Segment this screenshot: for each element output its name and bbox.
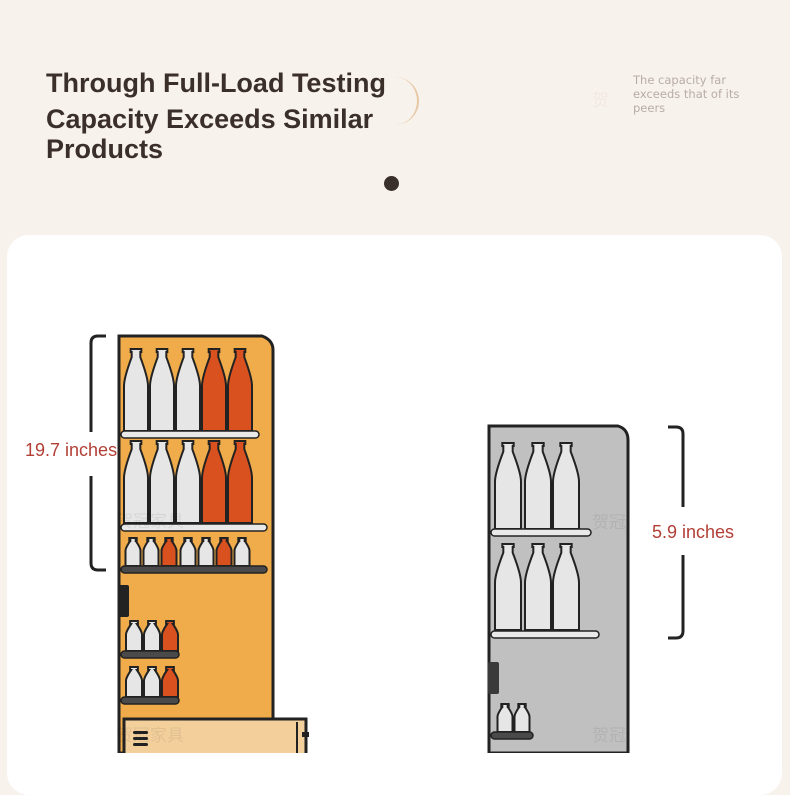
bottle: [201, 440, 227, 524]
bottle: [227, 440, 253, 524]
bottle: [143, 620, 161, 652]
bottle: [142, 537, 160, 567]
bottle: [552, 543, 580, 631]
bottle: [215, 537, 233, 567]
shelf: [490, 731, 534, 740]
bottle: [197, 537, 215, 567]
page-title: Through Full-Load Testing Capacity Excee…: [46, 68, 386, 164]
bottle: [201, 348, 227, 432]
side-note: The capacity far exceeds that of its pee…: [633, 73, 740, 115]
bottle: [161, 666, 179, 698]
peer-bracket-gap: [676, 507, 692, 555]
capacity-diagram: 贺冠家具 贺冠 贺冠家具 贺冠: [84, 334, 692, 753]
shelf: [120, 565, 268, 574]
bottle: [123, 440, 149, 524]
our-cabinet: [117, 334, 309, 753]
bottle: [125, 620, 143, 652]
bottle: [179, 537, 197, 567]
decorative-arc: [383, 77, 419, 125]
bottle: [524, 442, 552, 530]
drawer-grip-icon: [133, 731, 148, 746]
shelf: [120, 650, 180, 659]
our-drawer-knob: [302, 732, 309, 737]
watermark-text: 贺冠家具: [116, 512, 184, 532]
title-line-1: Through Full-Load Testing: [46, 68, 386, 98]
our-cabinet-handle: [118, 585, 129, 617]
peer-cabinet: [487, 424, 630, 753]
shelf: [120, 523, 268, 532]
peer-cabinet-handle: [488, 662, 499, 694]
watermark: 贺: [592, 91, 609, 111]
bottle: [513, 703, 531, 733]
bottle: [149, 348, 175, 432]
bottle: [123, 348, 149, 432]
bottle: [524, 543, 552, 631]
our-dimension-label: 19.7 inches: [25, 440, 118, 460]
bottle: [143, 666, 161, 698]
bottle: [124, 537, 142, 567]
bottle: [160, 537, 178, 567]
our-cabinet-contents: [120, 348, 268, 705]
bottle: [149, 440, 175, 524]
watermark-text: 贺冠: [592, 726, 626, 746]
shelf: [120, 696, 180, 705]
bottle: [494, 543, 522, 631]
title-line-2: Capacity Exceeds Similar Products: [46, 104, 374, 164]
watermark-text: 贺冠: [592, 513, 626, 533]
bottle: [552, 442, 580, 530]
peer-dimension-label: 5.9 inches: [652, 522, 735, 542]
shelf: [120, 430, 260, 439]
peer-cabinet-contents: [490, 442, 600, 740]
decorative-dot: [384, 176, 399, 191]
bottle: [125, 666, 143, 698]
shelf: [490, 630, 600, 639]
our-cabinet-drawer: [122, 717, 308, 753]
bottle: [233, 537, 251, 567]
bottle: [161, 620, 179, 652]
bottle: [496, 703, 514, 733]
shelf: [490, 528, 592, 537]
hero-banner: Through Full-Load Testing Capacity Excee…: [0, 0, 790, 235]
bottle: [175, 440, 201, 524]
bottle: [227, 348, 253, 432]
bottle: [494, 442, 522, 530]
bottle: [175, 348, 201, 432]
bracket-gap: [84, 432, 100, 476]
watermark-text: 贺冠家具: [116, 726, 184, 746]
